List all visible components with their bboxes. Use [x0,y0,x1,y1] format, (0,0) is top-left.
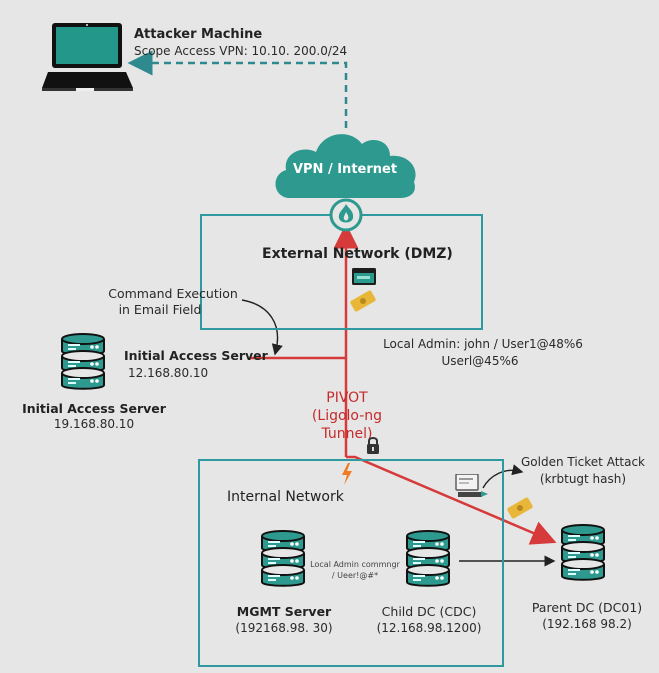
command-execution-arrow [241,299,283,356]
lock-icon [367,437,379,454]
golden-ticket-arrow [482,464,524,489]
parent-dc-ip: (192.168 98.2) [542,617,632,631]
child-dc-title: Child DC (CDC) [381,604,477,619]
local-admin-line1: Local Admin: john / User1@48%6 [383,337,583,351]
golden-ticket-title: Golden Ticket Attack [520,455,646,469]
command-execution-line2: in Email Field [118,302,202,317]
initial-access-server-title: Initial Access Server [22,401,166,416]
child-dc-ip: (12.168.98.1200) [376,621,482,635]
local-admin-line2: Userl@45%6 [441,354,519,368]
initial-access-inline-ip: 12.168.80.10 [128,366,209,380]
pivot-tool-label: (Ligolo-ng [311,408,383,424]
computer-icon [455,474,488,497]
internal-network-label: Internal Network [227,489,344,505]
terminal-icon [352,268,376,285]
laptop-icon [42,23,133,91]
initial-access-server-icon [61,333,105,390]
attacker-title: Attacker Machine [134,27,263,42]
child-dc-icon [406,530,450,587]
golden-ticket-icon [507,497,533,519]
parent-dc-icon [561,524,605,581]
firewall-flame-icon [329,198,363,232]
mgmt-server-icon [261,530,305,587]
golden-ticket-hash: (krbtugt hash) [539,472,627,486]
lightning-icon [342,463,352,485]
pivot-tunnel-label: Tunnel) [321,426,373,442]
dmz-label: External Network (DMZ) [262,246,453,262]
mgmt-server-ip: (192168.98. 30) [235,621,333,635]
cloud-label: VPN / Internet [292,162,398,177]
cloud-icon [275,134,416,198]
internal-network-box [198,459,504,667]
mgmt-server-title: MGMT Server [236,604,332,619]
initial-access-server-ip: 19.168.80.10 [53,417,135,431]
pivot-label: PIVOT [326,390,368,406]
internal-between-label-2: / Ueer!@#* [331,571,379,580]
ticket-icon [350,290,376,312]
command-execution-line1: Command Execution [108,286,238,301]
initial-access-inline-title: Initial Access Server [124,348,268,363]
internal-between-label-1: Local Admin commngr [310,560,400,569]
parent-dc-title: Parent DC (DC01) [531,600,643,615]
vpn-dashed-connector [127,50,348,128]
attacker-subtitle: Scope Access VPN: 10.10. 200.0/24 [134,44,348,58]
attack-path-to-parent-dc [346,455,557,545]
